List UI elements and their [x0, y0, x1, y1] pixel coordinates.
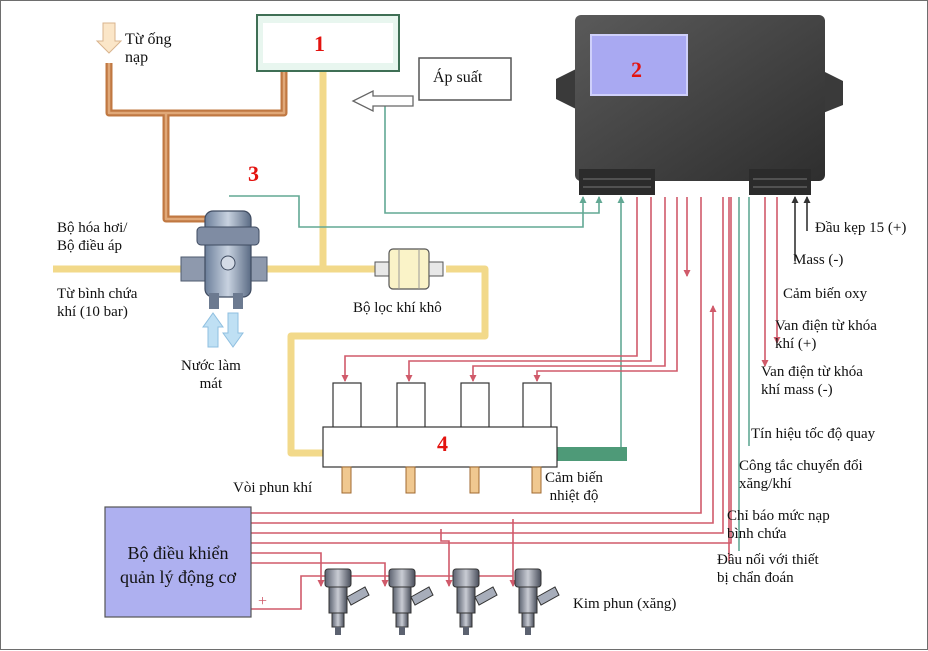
ecu-unit — [556, 15, 843, 195]
plus-sign: + — [258, 593, 268, 610]
gas-injector-label: Vòi phun khí — [233, 480, 313, 496]
valve-plus-label: Van điện từ khóa khí (+) — [775, 318, 877, 352]
petrol-injector-label: Kim phun (xăng) — [573, 596, 677, 612]
terminal15-label: Đầu kẹp 15 (+) — [815, 220, 907, 236]
coolant-label: Nước làm mát — [181, 358, 241, 392]
green-wires — [229, 97, 750, 551]
controller-label: Bộ điều khiển quản lý động cơ — [120, 543, 236, 587]
pressure-label-box — [351, 57, 512, 113]
component-1-number: 1 — [314, 31, 325, 56]
oxy-sensor-label: Cảm biến oxy — [783, 286, 868, 302]
pressure-label: Áp suất — [433, 69, 483, 86]
fill-level-label: Chỉ báo mức nạp bình chứa — [727, 508, 830, 542]
petrol-injectors — [324, 568, 560, 635]
intake-hoses-core — [107, 63, 286, 221]
engine-controller-box — [104, 506, 252, 618]
gas-lines — [53, 71, 489, 457]
temp-sensor-label: Cảm biến nhiệt độ — [545, 470, 603, 504]
vaporizer-regulator — [180, 210, 268, 309]
petrol-injector-2 — [388, 568, 434, 635]
gas-injector-rail — [322, 382, 558, 494]
intake-arrow — [95, 22, 123, 54]
power-wires — [791, 196, 811, 261]
component-1-box — [256, 14, 400, 72]
switch-label: Công tắc chuyển đổi xăng/khí — [739, 458, 863, 492]
dry-gas-filter — [374, 248, 444, 290]
valve-mass-label: Van điện từ khóa khí mass (-) — [761, 364, 863, 398]
vaporizer-label: Bộ hóa hơi/ Bộ điều áp — [57, 220, 128, 254]
red-wires — [251, 197, 781, 610]
component-4-number: 4 — [437, 431, 448, 456]
petrol-injector-1 — [324, 568, 370, 635]
mass-label: Mass (-) — [793, 252, 844, 268]
petrol-injector-3 — [452, 568, 498, 635]
petrol-injector-4 — [514, 568, 560, 635]
rpm-signal-label: Tín hiệu tốc độ quay — [751, 426, 876, 442]
tank-label: Từ bình chứa khí (10 bar) — [57, 286, 138, 320]
sensor-cable — [557, 447, 627, 461]
diagnostic-label: Đầu nối với thiết bị chẩn đoán — [717, 552, 819, 586]
component-3-number: 3 — [248, 161, 259, 186]
intake-label: Từ ống nạp — [125, 31, 172, 66]
coolant-arrows — [202, 312, 244, 348]
dry-filter-label: Bộ lọc khí khô — [353, 300, 442, 316]
component-2-number: 2 — [631, 57, 642, 82]
